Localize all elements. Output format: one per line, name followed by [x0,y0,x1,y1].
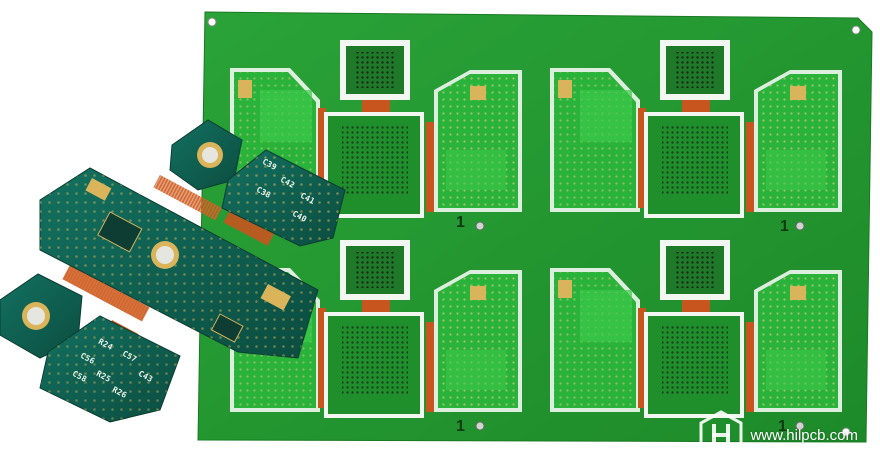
hilpcb-hexagon-logo-icon [699,410,743,460]
panel-hole [207,17,217,27]
panel-marker: 1 [780,218,789,235]
watermark: www.hilpcb.com [698,410,858,460]
board-unit [550,240,842,431]
watermark-text: www.hilpcb.com [750,426,858,444]
panel-marker: 1 [456,418,465,435]
panel-marker: 1 [456,214,465,231]
panel-hole [841,427,851,437]
panel-marker: 1 [778,418,787,435]
foreground-board [0,119,346,423]
panel-hole [851,25,861,35]
board-unit [550,40,842,231]
